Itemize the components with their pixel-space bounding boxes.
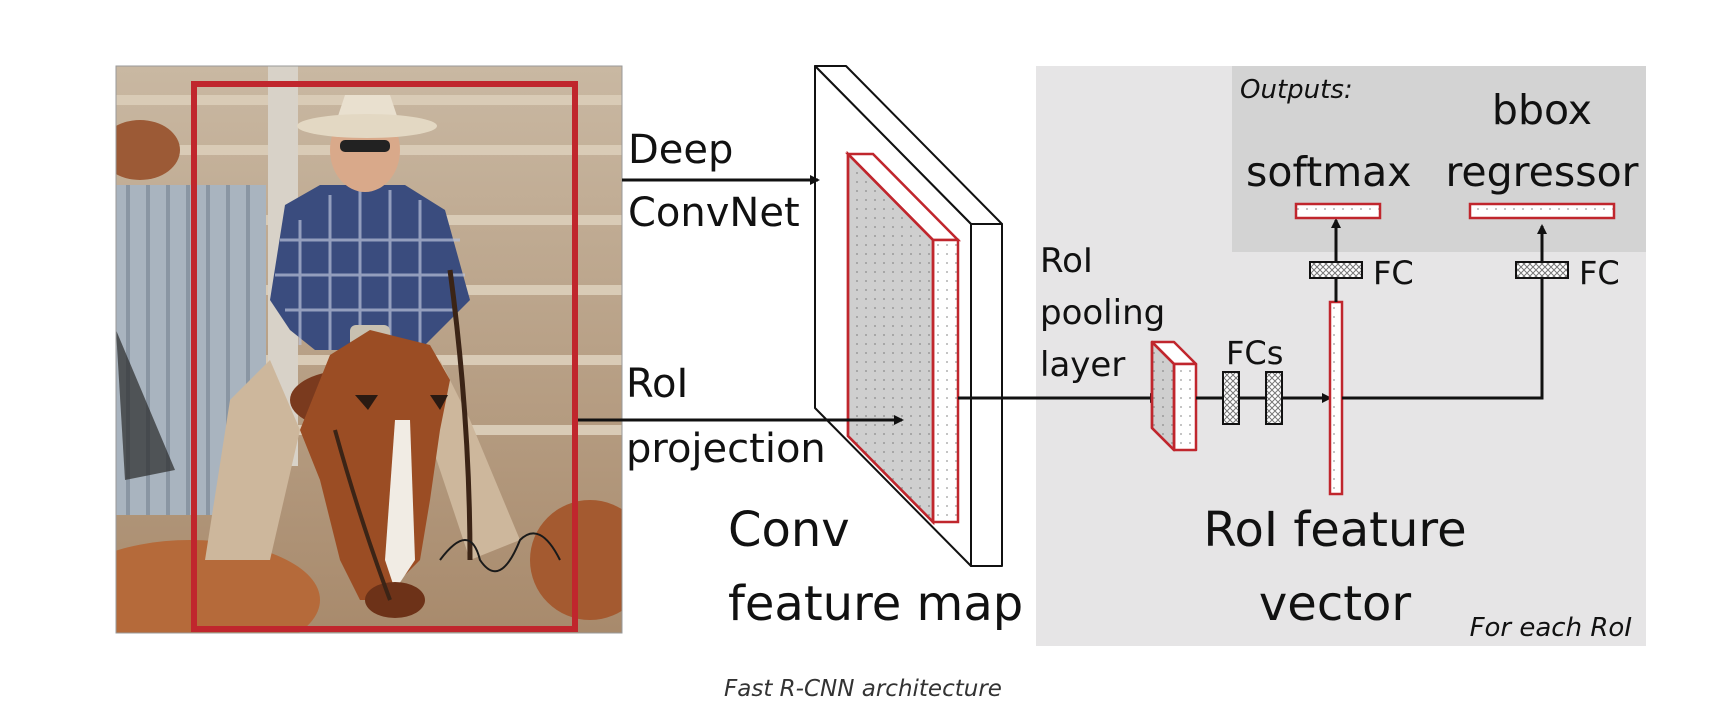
roi-pooling-block [1150, 340, 1198, 452]
bbox-output-vector [1468, 202, 1616, 220]
regressor-label: regressor [1445, 148, 1638, 196]
cattle [116, 540, 320, 633]
fc-softmax-box [1309, 261, 1363, 279]
fc-softmax-label: FC [1373, 254, 1414, 292]
fc-bbox-label: FC [1579, 254, 1620, 292]
roi-box [191, 81, 578, 632]
figure-caption: Fast R-CNN architecture [724, 676, 1002, 702]
input-photo [116, 66, 622, 633]
conv-feature-map-label-2: feature map [728, 576, 1023, 632]
bbox-label: bbox [1492, 86, 1592, 134]
roi-feature-vector-label-1: RoI feature [1203, 502, 1466, 558]
roi-pooling-label-3: layer [1040, 345, 1125, 385]
fc-layer-1 [1222, 371, 1240, 425]
roi-on-feature-map [845, 150, 961, 526]
roi-pooling-label-1: RoI [1040, 241, 1093, 281]
rider-leg [205, 360, 300, 560]
bbox-branch-arrow [1342, 224, 1547, 400]
deep-convnet-label-2: ConvNet [628, 190, 800, 236]
for-each-roi-label: For each RoI [1470, 613, 1632, 643]
outputs-panel [1232, 66, 1646, 252]
conv-feature-map-label-1: Conv [728, 502, 850, 558]
roi-projection-label-2: projection [626, 426, 826, 472]
fc-bbox-box [1515, 261, 1569, 279]
outputs-label: Outputs: [1240, 75, 1353, 105]
roi-projection-label-1: RoI [626, 361, 688, 407]
deep-convnet-label-1: Deep [628, 127, 733, 173]
softmax-label: softmax [1246, 148, 1412, 196]
roi-pooling-label-2: pooling [1040, 293, 1165, 333]
softmax-output-vector [1294, 202, 1382, 220]
roi-feature-vector [1328, 300, 1344, 496]
roi-feature-vector-label-2: vector [1259, 576, 1412, 632]
fcs-label: FCs [1226, 334, 1283, 372]
fc-layer-2 [1265, 371, 1283, 425]
